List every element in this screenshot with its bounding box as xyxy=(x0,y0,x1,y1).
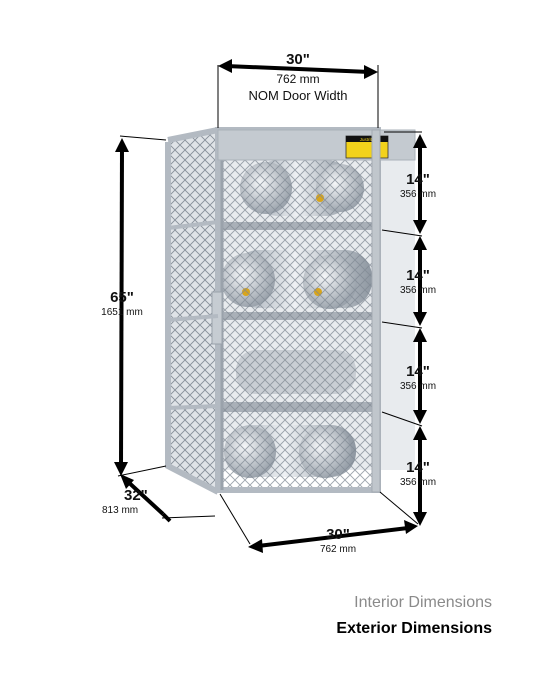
shelf-4-inches: 14" xyxy=(406,459,430,476)
safety-label: Justrite xyxy=(345,135,389,159)
shelf-3-label: 14" 356 mm xyxy=(390,363,446,392)
depth-inches: 32" xyxy=(124,487,148,504)
height-inches: 65" xyxy=(110,289,134,306)
legend-exterior-dimensions: Exterior Dimensions xyxy=(336,620,492,637)
bottom-width-label: 30" 762 mm xyxy=(308,526,368,555)
bottom-width-inches: 30" xyxy=(326,526,350,543)
cabinet: Justrite xyxy=(165,127,416,495)
depth-label: 32" 813 mm xyxy=(102,487,160,516)
shelf-4-label: 14" 356 mm xyxy=(390,459,446,488)
legend-interior-dimensions: Interior Dimensions xyxy=(354,594,492,611)
door-width-note: NOM Door Width xyxy=(248,88,348,103)
shelf-3-inches: 14" xyxy=(406,363,430,380)
top-width-label: 30" xyxy=(250,51,346,69)
shelf-1-mm: 356 mm xyxy=(399,188,437,200)
shelf-2-inches: 14" xyxy=(406,267,430,284)
shelf-2-mm: 356 mm xyxy=(399,284,437,296)
label-brand: Justrite xyxy=(360,137,375,142)
depth-mm: 813 mm xyxy=(102,504,139,516)
top-width-mm: 762 mm xyxy=(276,72,320,86)
shelf-1-label: 14" 356 mm xyxy=(390,171,446,200)
shelf-1-inches: 14" xyxy=(406,171,430,188)
height-mm: 1651 mm xyxy=(101,306,143,318)
shelf-4-mm: 356 mm xyxy=(399,476,437,488)
shelf-3-mm: 356 mm xyxy=(399,380,437,392)
height-label: 65" 1651 mm xyxy=(94,289,150,318)
top-width-inches: 30" xyxy=(286,51,310,68)
shelf-2-label: 14" 356 mm xyxy=(390,267,446,296)
bottom-width-mm: 762 mm xyxy=(319,543,357,555)
dimension-lines xyxy=(114,59,427,553)
